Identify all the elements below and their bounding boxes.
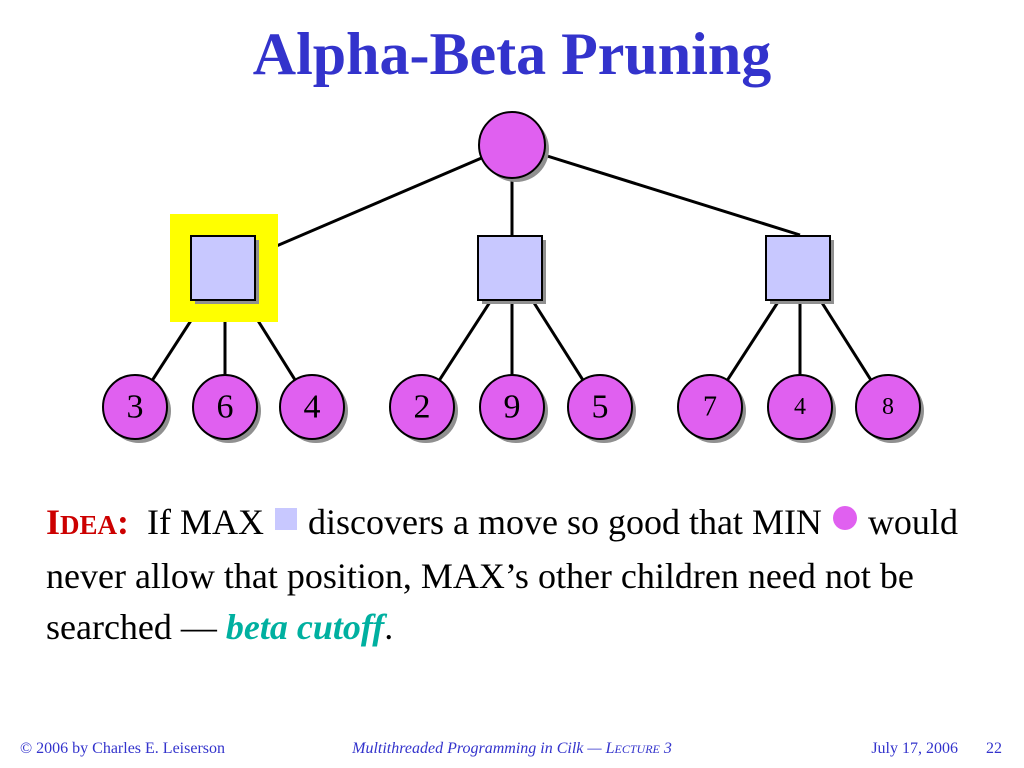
- leaf-value-label: 2: [414, 389, 431, 426]
- leaf-node: 5: [567, 374, 636, 443]
- leaf-node: 6: [192, 374, 261, 443]
- idea-text-1: If MAX: [147, 502, 265, 542]
- idea-label: IDEA:: [46, 502, 130, 542]
- max-node-middle: [477, 235, 546, 304]
- leaf-value-label: 5: [592, 389, 609, 426]
- leaf-node: 3: [102, 374, 171, 443]
- leaf-node: 4: [767, 374, 836, 443]
- footer-course: Multithreaded Programming in Cilk — LECT…: [352, 740, 672, 757]
- leaf-node: 4: [279, 374, 348, 443]
- max-node-right: [765, 235, 834, 304]
- footer-page-number: 22: [986, 740, 1002, 757]
- leaf-node: 9: [479, 374, 548, 443]
- leaf-node: 7: [677, 374, 746, 443]
- leaf-value-label: 7: [703, 392, 717, 423]
- min-circle-icon: [832, 506, 857, 530]
- max-node-left: [190, 235, 259, 304]
- leaf-value-label: 4: [304, 389, 321, 426]
- footer-date: July 17, 2006: [871, 740, 958, 757]
- idea-period: .: [384, 607, 394, 647]
- leaf-value-label: 8: [882, 394, 894, 420]
- max-square-icon: [275, 508, 298, 530]
- leaf-value-label: 9: [504, 389, 521, 426]
- footer-copyright: © 2006 by Charles E. Leiserson: [20, 740, 226, 757]
- min-root-node: [478, 111, 549, 182]
- slide-title: Alpha-Beta Pruning: [252, 21, 772, 87]
- idea-text-3: MIN: [751, 502, 822, 542]
- idea-paragraph: IDEA: If MAX discovers a move so good th…: [46, 497, 1006, 653]
- leaf-node: 2: [389, 374, 458, 443]
- leaf-nodes: 3 6 4 2 9 5 7 4 8: [102, 374, 924, 443]
- beta-cutoff-term: beta cutoff: [225, 607, 385, 647]
- idea-text-2: discovers a move so good that: [308, 502, 743, 542]
- leaf-value-label: 3: [127, 389, 144, 426]
- game-tree-diagram: 3 6 4 2 9 5 7 4 8: [102, 111, 924, 443]
- leaf-value-label: 4: [794, 394, 806, 420]
- idea-text-4: would never allow that position, MAX’s o…: [46, 502, 958, 647]
- leaf-value-label: 6: [217, 389, 234, 426]
- leaf-node: 8: [855, 374, 924, 443]
